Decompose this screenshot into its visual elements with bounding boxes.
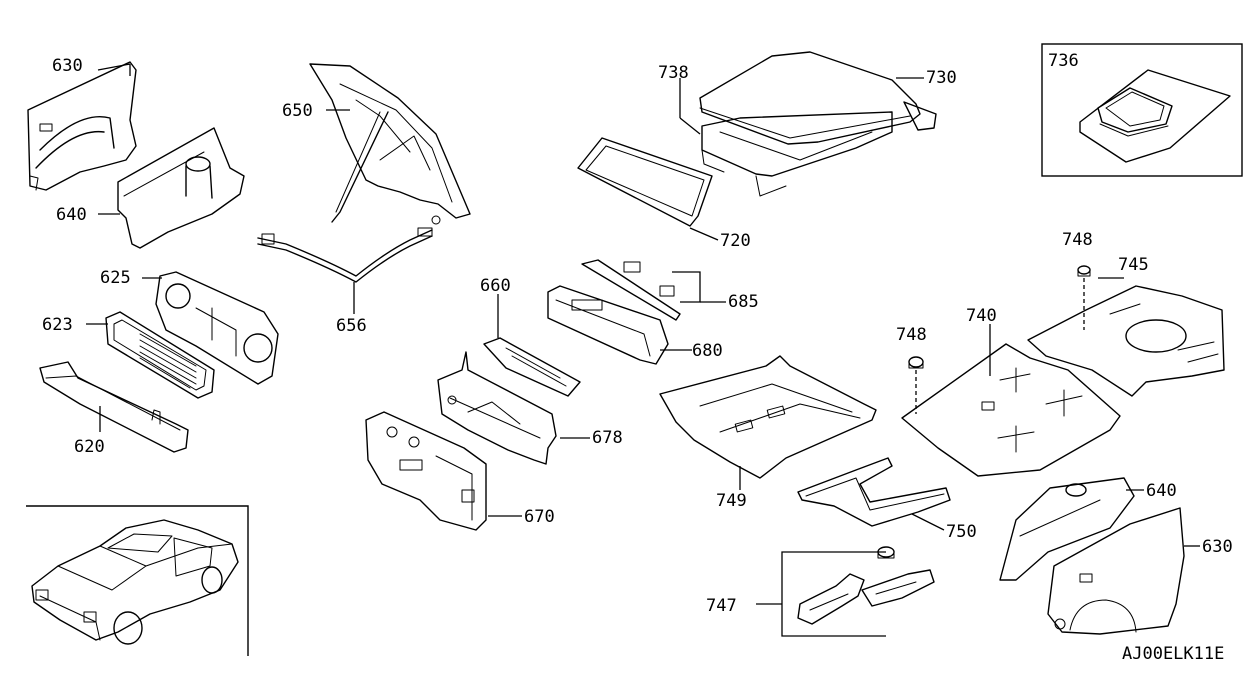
label-650[interactable]: 650 [282,101,313,121]
label-747[interactable]: 747 [706,596,737,616]
part-738-roof-bow[interactable] [701,111,893,197]
part-740-rear-floor[interactable] [901,343,1121,477]
part-680-dash-panel[interactable] [547,285,669,365]
leader-685 [672,271,726,303]
part-736-sunroof[interactable] [1079,69,1231,163]
leader-630-left [97,63,131,76]
label-745[interactable]: 745 [1118,255,1149,275]
part-730-roof-corner [903,101,937,131]
label-623[interactable]: 623 [42,315,73,335]
label-720[interactable]: 720 [720,231,751,251]
part-623-grille[interactable] [105,311,215,399]
part-650-hood[interactable] [309,63,471,223]
label-656[interactable]: 656 [336,316,367,336]
inset-box-736 [1041,43,1243,177]
vehicle-inset-frame [26,505,249,656]
label-730[interactable]: 730 [926,68,957,88]
vehicle-illustration [31,519,239,645]
label-680[interactable]: 680 [692,341,723,361]
part-720-windshield-molding[interactable] [577,137,713,227]
part-660-cowl-top[interactable] [483,337,581,397]
label-640-right[interactable]: 640 [1146,481,1177,501]
label-736[interactable]: 736 [1048,51,1079,71]
label-685[interactable]: 685 [728,292,759,312]
label-740[interactable]: 740 [966,306,997,326]
label-660[interactable]: 660 [480,276,511,296]
leader-750 [911,513,945,531]
part-749-front-floor[interactable] [659,355,877,479]
part-670-dash-lower[interactable] [365,411,487,531]
label-670[interactable]: 670 [524,507,555,527]
part-640-hoodledge-left[interactable] [117,127,245,249]
part-620-bumper[interactable] [39,361,189,453]
label-620[interactable]: 620 [74,437,105,457]
part-750-floor-member[interactable] [797,457,951,527]
label-625[interactable]: 625 [100,268,131,288]
part-745-rear-floor-rear[interactable] [1027,285,1225,397]
diagram-code: AJ00ELK11E [1122,644,1224,664]
part-656-cable[interactable] [257,215,441,283]
part-630-fender-right[interactable] [1047,507,1185,635]
leader-720 [689,227,719,241]
label-738[interactable]: 738 [658,63,689,83]
label-640-left[interactable]: 640 [56,205,87,225]
label-750[interactable]: 750 [946,522,977,542]
bracket-747 [756,551,886,637]
part-748-plug-lower[interactable] [908,356,924,369]
part-747-brackets[interactable] [797,546,935,625]
part-685-cowl-trim[interactable] [581,259,681,321]
label-748-upper[interactable]: 748 [1062,230,1093,250]
part-630-fender-left[interactable] [27,61,137,191]
part-730-roof[interactable] [699,51,921,145]
part-678-dash-upper[interactable] [437,351,557,465]
part-640-hoodledge-right[interactable] [999,477,1135,581]
label-630-right[interactable]: 630 [1202,537,1233,557]
label-678[interactable]: 678 [592,428,623,448]
part-748-plug-upper[interactable] [1077,265,1091,277]
label-630-left[interactable]: 630 [52,56,83,76]
leader-738 [679,78,701,135]
label-748-lower[interactable]: 748 [896,325,927,345]
part-625-radiator-support[interactable] [155,271,279,385]
label-749[interactable]: 749 [716,491,747,511]
